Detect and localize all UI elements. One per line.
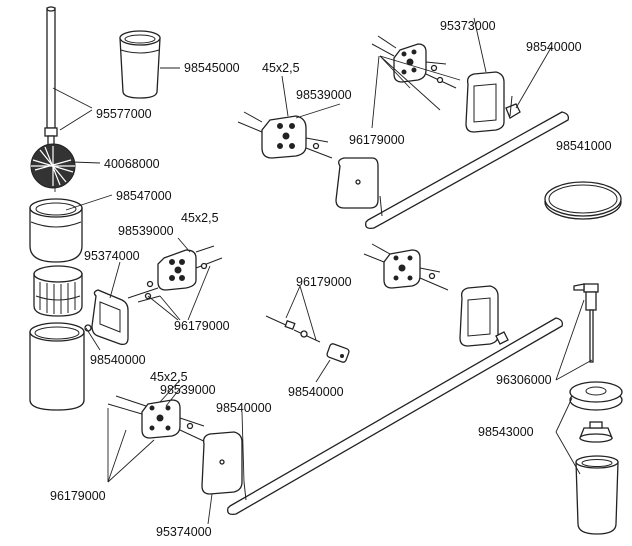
mirror-disc	[544, 181, 622, 220]
label-screws-center: 96179000	[296, 275, 352, 289]
toilet-brush-head	[30, 135, 76, 192]
label-brush-handle: 95577000	[96, 107, 152, 121]
holder-bottom-plate	[201, 431, 243, 495]
leader-lines	[52, 17, 593, 525]
mounting-plate-top-right	[393, 43, 427, 83]
label-rosette-top-right: 95373000	[440, 19, 496, 33]
mounting-plate-bottom	[141, 399, 181, 439]
label-holder-bottom: 95374000	[156, 525, 212, 539]
mounting-plate-center-right	[383, 249, 421, 289]
toilet-brush-container	[29, 322, 92, 411]
towel-bar-bottom	[227, 317, 564, 516]
label-brush-head: 40068000	[104, 157, 160, 171]
cup-glass	[119, 30, 161, 99]
mounting-plate-left	[157, 249, 197, 291]
label-pin-top-right: 98540000	[526, 40, 582, 54]
toilet-brush-insert	[33, 265, 83, 317]
label-dim-bottom: 45x2,5	[150, 370, 188, 384]
label-screws-left: 96179000	[174, 319, 230, 333]
label-dim-mid-center: 45x2,5	[262, 61, 300, 75]
screws-left-group	[127, 245, 223, 303]
dispenser-neck	[579, 421, 613, 443]
screws-center-right-group	[363, 243, 449, 291]
rosette-center-right	[459, 285, 499, 347]
label-dispenser: 98543000	[478, 425, 534, 439]
label-screws-bottom: 96179000	[50, 489, 106, 503]
label-plate-mid-center: 98539000	[296, 88, 352, 102]
towel-bar-top	[365, 95, 570, 230]
label-mirror-disc: 98541000	[556, 139, 612, 153]
label-pin-bottom: 98540000	[216, 401, 272, 415]
label-screws-top-center: 96179000	[349, 133, 405, 147]
dispenser-bottle	[575, 455, 619, 535]
toilet-brush-handle	[44, 6, 58, 137]
mounting-plate-top-center	[261, 115, 307, 159]
label-pin-center: 98540000	[288, 385, 344, 399]
screws-top-center-group	[237, 111, 333, 159]
holder-center-plate	[335, 157, 379, 209]
label-holder-left: 95374000	[84, 249, 140, 263]
label-brush-cup: 98547000	[116, 189, 172, 203]
screws-center-group	[265, 315, 321, 343]
soap-pump	[573, 283, 599, 363]
label-plate-small-top: 98539000	[118, 224, 174, 238]
rosette-top-right	[465, 71, 505, 133]
holder-left-plate	[91, 289, 129, 346]
label-plate-bottom: 98539000	[160, 383, 216, 397]
label-pump: 96306000	[496, 373, 552, 387]
label-cup-top: 98545000	[184, 61, 240, 75]
label-pin-left: 98540000	[90, 353, 146, 367]
toilet-brush-cup	[29, 198, 83, 263]
screws-top-right-group	[371, 35, 457, 89]
label-dim-small-top: 45x2,5	[181, 211, 219, 225]
pin-center	[326, 343, 350, 363]
dispenser-top-ring	[569, 381, 623, 411]
